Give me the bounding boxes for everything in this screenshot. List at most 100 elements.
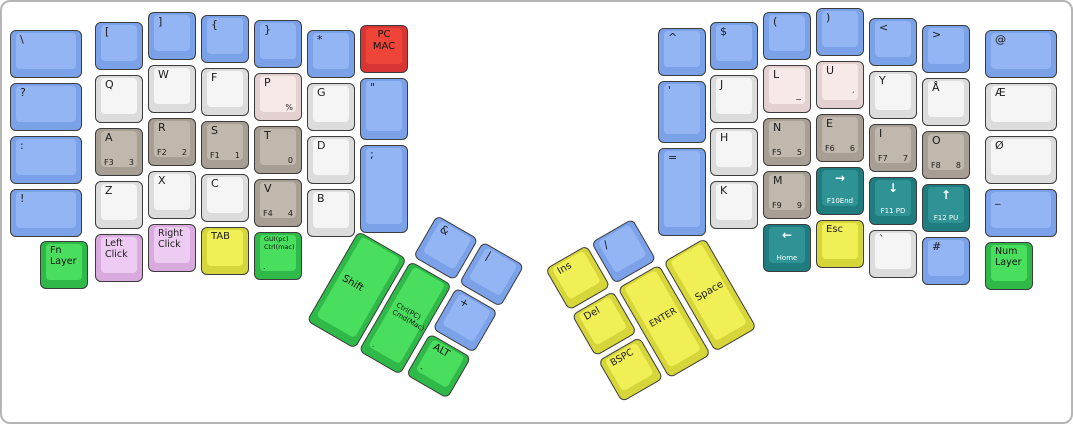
key-a-ring[interactable]: Å <box>922 78 970 126</box>
key-question[interactable]: ? <box>10 83 82 131</box>
key-k[interactable]: K <box>710 181 758 229</box>
key-x[interactable]: X <box>148 171 196 219</box>
keycap-top: U´ <box>822 64 858 100</box>
key-label: GUI(pc) Ctrl(mac) <box>264 235 295 251</box>
key-q[interactable]: Q <box>95 75 143 123</box>
key-f10-end[interactable]: →F10End <box>816 167 864 215</box>
key-label: L <box>773 68 780 81</box>
key-esc[interactable]: Esc <box>816 220 864 268</box>
key-label: X <box>158 174 166 187</box>
keycap-top: Å <box>928 81 964 117</box>
key-label: ` <box>879 233 885 246</box>
key-hash[interactable]: # <box>922 237 970 285</box>
key-exclamation[interactable]: ! <box>10 189 82 237</box>
key-right-paren[interactable]: ) <box>816 8 864 56</box>
keycap-top: < <box>875 21 911 57</box>
key-pc-mac[interactable]: PC MAC <box>360 25 408 73</box>
key-legend-left: - <box>418 363 426 374</box>
key-label: $ <box>720 25 727 38</box>
key-caret[interactable]: ^ <box>658 28 706 76</box>
key-left-brace[interactable]: { <box>201 15 249 63</box>
key-right-brace[interactable]: } <box>254 20 302 68</box>
key-label: @ <box>995 33 1006 46</box>
key-f12-page-up[interactable]: ↑F12 PU <box>922 184 970 232</box>
key-d[interactable]: D <box>307 136 355 184</box>
key-g[interactable]: G <box>307 83 355 131</box>
arrow-right-icon: → <box>834 171 846 185</box>
keycap-top: ( <box>769 15 805 51</box>
key-equals[interactable]: = <box>658 148 706 236</box>
key-left-click[interactable]: Left Click <box>95 234 143 282</box>
key-label: H <box>720 131 729 144</box>
key-o-slash[interactable]: Ø <box>985 136 1057 184</box>
key-colon[interactable]: : <box>10 136 82 184</box>
key-right-bracket[interactable]: ] <box>148 12 196 60</box>
key-y[interactable]: Y <box>869 71 917 119</box>
key-label: Space <box>693 278 726 304</box>
key-gui[interactable]: GUI(pc) Ctrl(mac). <box>254 232 302 280</box>
key-sub-label: F11 PD <box>880 207 906 215</box>
key-label: E <box>826 117 833 130</box>
key-semicolon[interactable]: ; <box>360 145 408 233</box>
key-less-than[interactable]: < <box>869 18 917 66</box>
key-label: Del <box>582 305 603 323</box>
key-label: # <box>932 240 942 253</box>
key-left-paren[interactable]: ( <box>763 12 811 60</box>
key-label: C <box>211 177 219 190</box>
key-label: ( <box>773 15 778 28</box>
key-legend-left: . <box>263 262 266 271</box>
key-l[interactable]: L~ <box>763 65 811 113</box>
key-h[interactable]: H <box>710 128 758 176</box>
key-label: & <box>437 222 452 239</box>
key-label: < <box>879 21 889 34</box>
key-label: ! <box>20 192 25 205</box>
key-label: / <box>601 238 611 252</box>
key-tab[interactable]: TAB <box>201 227 249 275</box>
key-label: Fn Layer <box>50 245 77 268</box>
key-p[interactable]: P% <box>254 73 302 121</box>
key-backtick[interactable]: ` <box>869 230 917 278</box>
key-u[interactable]: U´ <box>816 61 864 109</box>
key-b[interactable]: B <box>307 189 355 237</box>
key-j[interactable]: J <box>710 75 758 123</box>
key-double-quote[interactable]: " <box>360 78 408 140</box>
key-label: W <box>158 68 169 81</box>
key-asterisk[interactable]: * <box>307 30 355 78</box>
key-backslash[interactable]: \ <box>10 30 82 78</box>
key-dollar[interactable]: $ <box>710 22 758 70</box>
keycap-top: L~ <box>769 68 805 104</box>
key-underscore[interactable]: _ <box>985 189 1057 237</box>
key-f11-page-down[interactable]: ↓F11 PD <box>869 177 917 225</box>
key-ae[interactable]: Æ <box>985 83 1057 131</box>
key-at[interactable]: @ <box>985 30 1057 78</box>
key-fn-layer[interactable]: Fn Layer <box>40 241 88 289</box>
key-right-click[interactable]: Right Click <box>148 224 196 272</box>
key-label: PC MAC <box>372 29 396 52</box>
key-label: ) <box>826 11 831 24</box>
key-w[interactable]: W <box>148 65 196 113</box>
key-left-bracket[interactable]: [ <box>95 22 143 70</box>
key-num-layer[interactable]: Num Layer <box>985 242 1033 290</box>
key-z[interactable]: Z <box>95 181 143 229</box>
keycap-top: B <box>313 192 349 228</box>
key-f[interactable]: F <box>201 68 249 116</box>
keycap-top: ALT- <box>415 338 465 389</box>
key-greater-than[interactable]: > <box>922 25 970 73</box>
keycap-top: _ <box>991 192 1051 228</box>
key-apostrophe[interactable]: ' <box>658 81 706 143</box>
key-c[interactable]: C <box>201 174 249 222</box>
key-home[interactable]: ←Home <box>763 224 811 272</box>
key-label: F <box>211 71 218 84</box>
